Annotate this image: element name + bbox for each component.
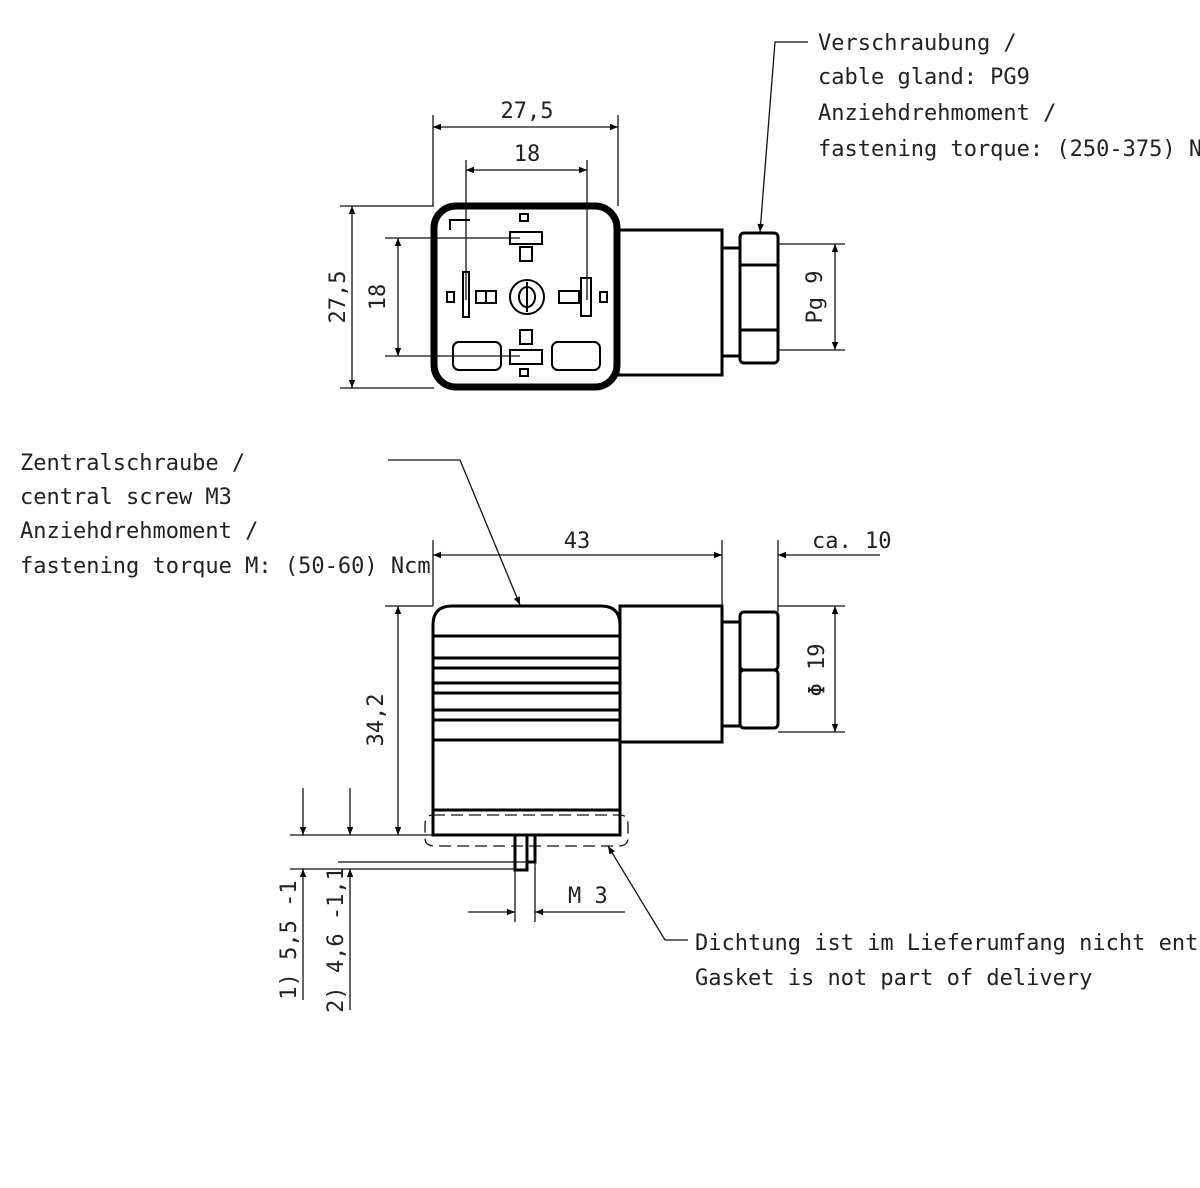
dim-pin-1: 1) 5,5 -1: [277, 880, 302, 999]
svg-text:fastening torque M: (50-60) Nc: fastening torque M: (50-60) Ncm: [20, 554, 431, 579]
gland-note: Verschraubung / cable gland: PG9 Anziehd…: [818, 31, 1200, 162]
gland-leader: [757, 41, 808, 233]
cable-gland-side: [720, 610, 780, 730]
screw-leader: [388, 459, 521, 606]
dim-height: 34,2: [364, 694, 389, 747]
body-ribs: [433, 634, 620, 812]
side-view: 43 ca. 10 Φ 19 34,2 1) 5,5 -1 2) 4,6 -1,…: [20, 451, 1200, 1013]
screw-note: Zentralschraube / central screw M3 Anzie…: [20, 451, 431, 579]
dim-pin-2: 2) 4,6 -1,1: [324, 867, 349, 1013]
svg-text:central screw M3: central screw M3: [20, 485, 232, 510]
cable-housing-side: [618, 604, 724, 744]
svg-text:Zentralschraube /: Zentralschraube /: [20, 451, 245, 476]
cable-housing: [616, 228, 724, 377]
svg-text:cable gland: PG9: cable gland: PG9: [818, 65, 1030, 90]
top-view: 27,5 18 27,5 18 Pg 9 Verschraubung / cab…: [326, 31, 1200, 391]
dim-pg: Pg 9: [803, 271, 828, 324]
dim-width-inner: 18: [514, 142, 541, 167]
cable-gland-nut: [720, 231, 780, 365]
dim-length: 43: [564, 529, 591, 554]
dim-diameter: Φ 19: [805, 644, 830, 697]
gasket-note: Dichtung ist im Lieferumfang nicht entha…: [695, 931, 1200, 991]
connector-face-outline: [430, 202, 621, 391]
svg-text:Verschraubung /: Verschraubung /: [818, 31, 1017, 56]
gasket-leader: [607, 845, 688, 941]
svg-text:Anziehdrehmoment /: Anziehdrehmoment /: [20, 519, 258, 544]
dim-ca: ca. 10: [812, 529, 891, 554]
gasket-outline: [424, 814, 629, 847]
svg-text:Anziehdrehmoment /: Anziehdrehmoment /: [818, 101, 1056, 126]
svg-text:Dichtung ist im Lieferumfang n: Dichtung ist im Lieferumfang nicht entha…: [695, 931, 1200, 956]
screw-pin: [513, 833, 537, 872]
dim-height-inner: 18: [366, 284, 391, 311]
dim-height-outer: 27,5: [326, 271, 351, 324]
svg-text:Gasket is not part of delivery: Gasket is not part of delivery: [695, 966, 1092, 991]
dim-width-outer: 27,5: [501, 99, 554, 124]
dim-thread: M 3: [568, 884, 608, 909]
svg-text:fastening torque: (250-375) Nc: fastening torque: (250-375) Ncm: [818, 137, 1200, 162]
